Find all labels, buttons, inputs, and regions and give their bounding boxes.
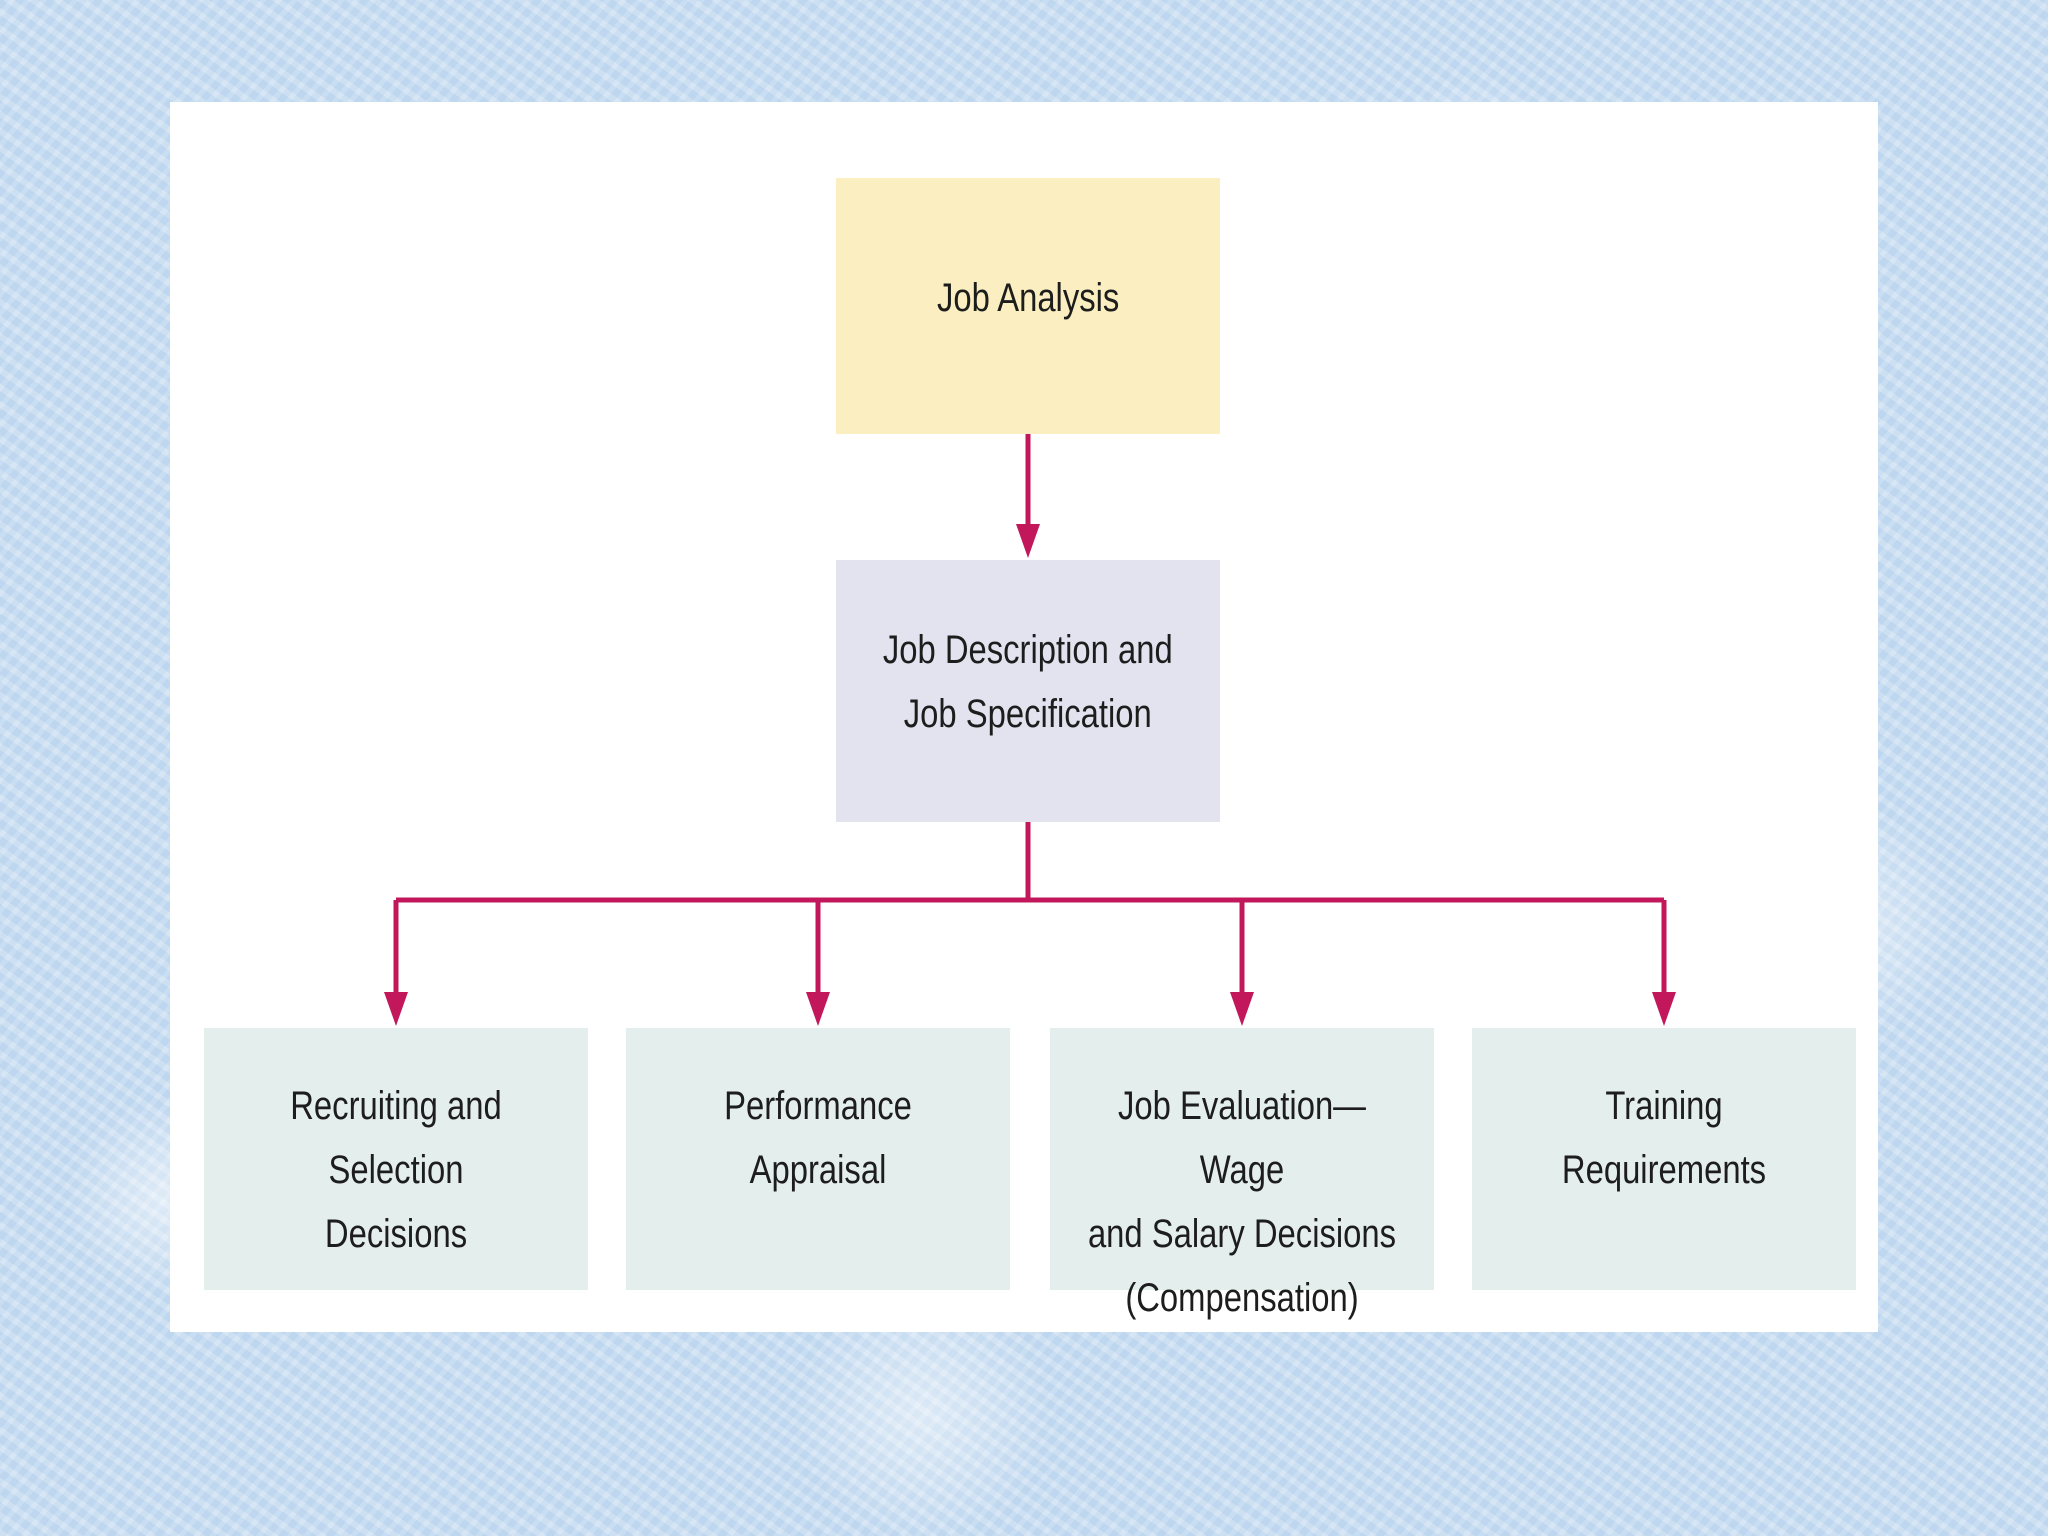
training-requirements-label: Training Requirements — [1561, 1084, 1767, 1192]
recruiting-selection-label: Recruiting and Selection Decisions — [290, 1084, 502, 1256]
job-description-label: Job Description and Job Specification — [883, 628, 1173, 736]
job-description-box: Job Description and Job Specification — [836, 560, 1220, 822]
arrowhead-leaf-2 — [806, 992, 830, 1026]
arrowhead-middle — [1016, 524, 1040, 558]
performance-appraisal-label: Performance Appraisal — [724, 1084, 912, 1192]
training-requirements-box: Training Requirements — [1472, 1028, 1856, 1290]
performance-appraisal-box: Performance Appraisal — [626, 1028, 1010, 1290]
job-evaluation-box: Job Evaluation—Wage and Salary Decisions… — [1050, 1028, 1434, 1320]
arrowhead-leaf-1 — [384, 992, 408, 1026]
job-analysis-box: Job Analysis — [836, 178, 1220, 434]
recruiting-selection-box: Recruiting and Selection Decisions — [204, 1028, 588, 1290]
job-evaluation-label: Job Evaluation—Wage and Salary Decisions… — [1087, 1084, 1397, 1320]
arrowhead-leaf-3 — [1230, 992, 1254, 1026]
job-analysis-label: Job Analysis — [936, 276, 1120, 320]
connector-lines — [384, 434, 1676, 1026]
diagram-panel: Job Analysis Job Description and Job Spe… — [170, 102, 1878, 1332]
arrowhead-leaf-4 — [1652, 992, 1676, 1026]
